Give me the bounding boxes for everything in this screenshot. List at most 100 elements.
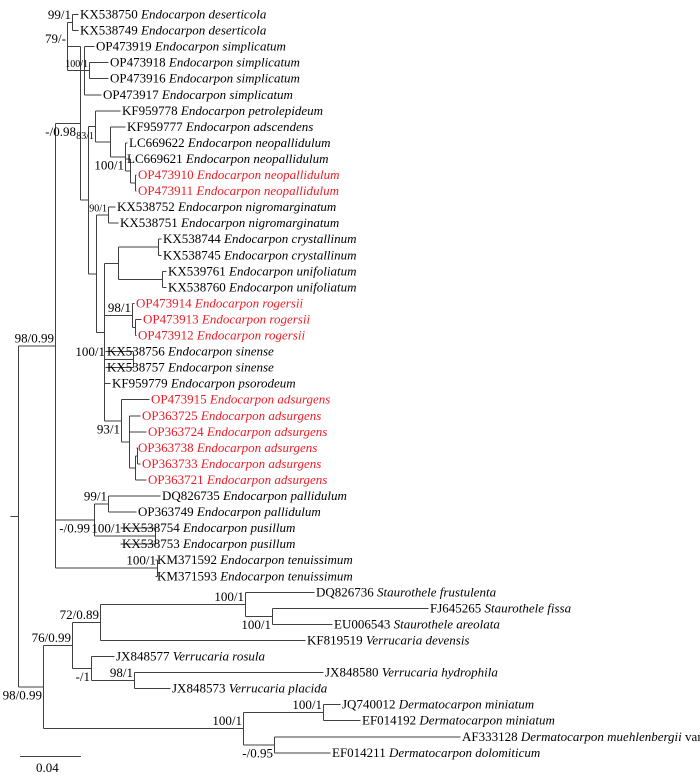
scale-bar-label: 0.04 <box>36 760 59 775</box>
taxon-label: OP363721 Endocarpon adsurgens <box>148 472 327 487</box>
accession-number: OP473910 <box>138 167 197 182</box>
accession-number: JX848580 <box>325 665 382 680</box>
taxon-label: DQ826735 Endocarpon pallidulum <box>162 488 347 503</box>
accession-number: OP473912 <box>138 328 197 343</box>
species-name: Staurothele areolata <box>394 616 501 631</box>
support-value: 98/1 <box>110 665 133 680</box>
accession-number: DQ826736 <box>316 584 377 599</box>
accession-number: KX538754 <box>122 520 183 535</box>
species-name: Endocarpon unifoliatum <box>228 263 356 278</box>
species-name: Endocarpon deserticola <box>140 7 267 22</box>
support-value: -/1 <box>76 669 90 684</box>
accession-number: KX538749 <box>80 23 141 38</box>
accession-number: OP363724 <box>148 424 207 439</box>
accession-number: JX848577 <box>116 649 173 664</box>
support-value: 93/1 <box>97 421 120 436</box>
species-name: Endocarpon sinense <box>167 344 274 359</box>
support-value: 99/1 <box>48 7 71 22</box>
accession-number: OP363749 <box>138 504 197 519</box>
species-name: Endocarpon simplicatum <box>161 87 293 102</box>
accession-number: OP473918 <box>110 55 169 70</box>
accession-number: KF959778 <box>122 103 181 118</box>
support-value: 83/1 <box>76 131 94 142</box>
taxon-label: JX848580 Verrucaria hydrophila <box>325 665 498 680</box>
accession-number: OP363738 <box>138 440 197 455</box>
species-name: Endocarpon adsurgens <box>206 472 328 487</box>
accession-number: OP363721 <box>148 472 207 487</box>
support-value: 98/0.99 <box>15 330 54 345</box>
accession-number: LC669621 <box>127 151 186 166</box>
species-name: Endocarpon adsurgens <box>206 424 328 439</box>
accession-number: FJ645265 <box>430 600 485 615</box>
species-name: Dermatocarpon dolomiticum <box>388 745 540 760</box>
species-name: Verrucaria rosula <box>173 649 266 664</box>
taxon-label: OP473914 Endocarpon rogersii <box>136 295 303 310</box>
species-name: Endocarpon neopallidulum <box>195 183 339 198</box>
species-name: Dermatocarpon muehlenbergii <box>520 729 682 744</box>
taxon-label: LC669621 Endocarpon neopallidulum <box>127 151 329 166</box>
accession-number: KX539761 <box>168 263 229 278</box>
support-value: 72/0.89 <box>60 607 99 622</box>
accession-number: OP473913 <box>143 311 202 326</box>
support-value: 76/0.99 <box>32 630 71 645</box>
species-name: Endocarpon adsurgens <box>200 456 322 471</box>
accession-number: KX538750 <box>80 7 141 22</box>
accession-number: KF959777 <box>127 119 186 134</box>
support-value: 100/1 <box>292 697 322 712</box>
species-name: Endocarpon psorodeum <box>170 376 296 391</box>
accession-number: OP473919 <box>96 39 155 54</box>
taxon-label: JX848573 Verrucaria placida <box>172 681 328 696</box>
taxon-label: OP473918 Endocarpon simplicatum <box>110 55 300 70</box>
accession-number: OP473915 <box>151 392 210 407</box>
taxon-label: OP473916 Endocarpon simplicatum <box>110 71 300 86</box>
species-name: Endocarpon neopallidulum <box>185 151 329 166</box>
species-name: Endocarpon pallidulum <box>196 504 321 519</box>
taxon-label: KX538745 Endocarpon crystallinum <box>163 247 357 262</box>
accession-number: JQ740012 <box>342 697 399 712</box>
species-name: Endocarpon adsurgens <box>196 440 318 455</box>
species-name: Endocarpon rogersii <box>196 328 306 343</box>
species-name: Endocarpon nigromarginatum <box>180 215 339 230</box>
accession-number: KX538753 <box>122 536 183 551</box>
support-value: -/0.99 <box>59 521 90 536</box>
taxon-label: AF333128 Dermatocarpon muehlenbergii var… <box>462 729 700 744</box>
support-value: 100/1 <box>65 59 88 70</box>
taxon-label: KM371592 Endocarpon tenuissimum <box>157 552 353 567</box>
tree-branches <box>10 14 461 754</box>
taxon-label: KX538751 Endocarpon nigromarginatum <box>120 215 339 230</box>
variety-suffix: var. tenue <box>682 729 700 744</box>
species-name: Endocarpon sinense <box>167 360 274 375</box>
species-name: Endocarpon tenuissimum <box>219 568 353 583</box>
accession-number: OP363733 <box>142 456 201 471</box>
taxon-label: EF014192 Dermatocarpon miniatum <box>362 713 555 728</box>
accession-number: EF014211 <box>332 745 389 760</box>
accession-number: OP473916 <box>110 71 169 86</box>
accession-number: KF959779 <box>112 376 171 391</box>
support-value: 90/1 <box>89 204 107 215</box>
taxon-label: OP363738 Endocarpon adsurgens <box>138 440 317 455</box>
species-name: Endocarpon petrolepideum <box>180 103 323 118</box>
species-name: Endocarpon adsurgens <box>209 392 331 407</box>
taxon-label: KX538744 Endocarpon crystallinum <box>163 231 357 246</box>
species-name: Endocarpon pallidulum <box>222 488 347 503</box>
taxon-label: KX539761 Endocarpon unifoliatum <box>168 263 357 278</box>
species-name: Staurothele frustulenta <box>377 584 497 599</box>
species-name: Endocarpon tenuissimum <box>219 552 353 567</box>
accession-number: OP473914 <box>136 295 195 310</box>
taxon-label: LC669622 Endocarpon neopallidulum <box>129 135 331 150</box>
species-name: Endocarpon rogersii <box>201 311 311 326</box>
species-name: Endocarpon neopallidulum <box>196 167 340 182</box>
accession-number: AF333128 <box>462 729 521 744</box>
support-value: 100/1 <box>241 617 271 632</box>
taxon-label: OP473913 Endocarpon rogersii <box>143 311 310 326</box>
taxon-label: KX538756 Endocarpon sinense <box>107 344 274 359</box>
taxon-label: DQ826736 Staurothele frustulenta <box>316 584 497 599</box>
support-value: -/0.95 <box>242 745 273 760</box>
support-value: 100/1 <box>75 344 105 359</box>
taxon-label: OP473910 Endocarpon neopallidulum <box>138 167 340 182</box>
taxon-label: OP363749 Endocarpon pallidulum <box>138 504 321 519</box>
support-value: 100/1 <box>91 521 121 536</box>
taxon-label: KX538752 Endocarpon nigromarginatum <box>117 199 336 214</box>
taxon-label: EF014211 Dermatocarpon dolomiticum <box>332 745 540 760</box>
